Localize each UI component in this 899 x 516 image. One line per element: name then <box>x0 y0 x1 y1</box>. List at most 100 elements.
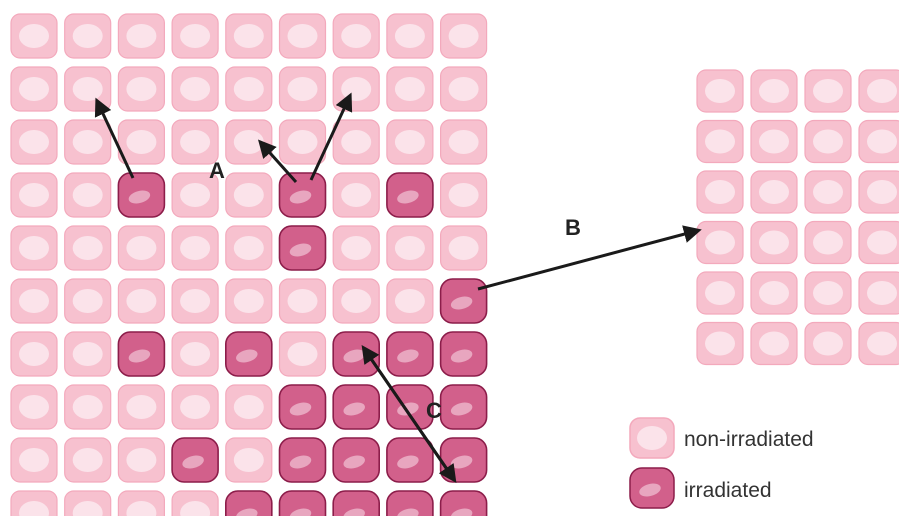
non-irradiated-cell <box>386 225 434 271</box>
non-irradiated-cell <box>10 119 58 165</box>
non-irradiated-cell <box>117 278 166 324</box>
non-irradiated-cell <box>858 220 899 265</box>
non-irradiated-cell <box>171 225 219 271</box>
irradiated-cell <box>225 490 273 516</box>
label-c: C <box>426 398 442 423</box>
signal-arrows <box>94 92 702 483</box>
non-irradiated-cell <box>10 66 58 112</box>
non-irradiated-cell <box>696 69 744 113</box>
irradiated-cell <box>439 490 488 516</box>
non-irradiated-cell <box>278 66 327 112</box>
non-irradiated-cell <box>332 278 380 324</box>
non-irradiated-cell <box>64 437 112 483</box>
non-irradiated-cell <box>696 271 744 315</box>
non-irradiated-cell <box>117 437 166 483</box>
non-irradiated-cell <box>225 437 273 483</box>
non-irradiated-cell <box>440 13 488 59</box>
non-irradiated-cell <box>332 225 380 271</box>
irradiated-cell <box>278 490 327 516</box>
non-irradiated-cell <box>64 278 112 324</box>
non-irradiated-cell <box>10 331 58 377</box>
non-irradiated-cell <box>386 66 434 112</box>
legend-irradiated-label: irradiated <box>684 479 772 502</box>
irradiated-cell <box>171 437 219 483</box>
non-irradiated-cell <box>64 490 112 516</box>
non-irradiated-cell <box>386 13 434 59</box>
non-irradiated-cell <box>117 490 165 516</box>
non-irradiated-cell <box>858 69 899 113</box>
arrow-a-middle <box>257 139 298 184</box>
non-irradiated-cell <box>440 172 488 218</box>
non-irradiated-cell <box>858 271 899 315</box>
non-irradiated-cell <box>440 66 488 112</box>
irradiated-cell <box>332 437 381 483</box>
non-irradiated-cell <box>225 172 273 218</box>
non-irradiated-cell <box>10 490 58 516</box>
non-irradiated-cell <box>64 225 112 271</box>
non-irradiated-cell <box>804 119 852 164</box>
irradiated-cell <box>278 384 327 430</box>
legend-non-irradiated-label: non-irradiated <box>684 428 814 451</box>
non-irradiated-cell <box>225 278 273 324</box>
distant-tissue-grid <box>696 69 899 366</box>
irradiated-tissue-grid <box>10 13 488 516</box>
non-irradiated-cell <box>386 278 434 324</box>
non-irradiated-cell <box>64 384 112 430</box>
non-irradiated-cell <box>225 384 273 430</box>
non-irradiated-cell <box>117 13 166 59</box>
non-irradiated-cell <box>64 13 112 59</box>
non-irradiated-cell <box>117 119 166 165</box>
non-irradiated-cell <box>750 271 798 315</box>
non-irradiated-cell <box>750 220 798 265</box>
non-irradiated-cell <box>332 172 380 218</box>
non-irradiated-cell <box>804 220 852 265</box>
label-b: B <box>565 215 581 240</box>
non-irradiated-cell <box>64 331 112 377</box>
non-irradiated-cell <box>171 384 219 430</box>
non-irradiated-cell <box>858 119 899 164</box>
non-irradiated-cell <box>278 278 327 324</box>
irradiated-cell <box>332 331 381 377</box>
non-irradiated-cell <box>171 331 219 377</box>
non-irradiated-cell <box>10 225 58 271</box>
non-irradiated-cell <box>750 321 798 366</box>
label-a: A <box>209 158 225 183</box>
non-irradiated-cell <box>804 271 852 315</box>
non-irradiated-cell <box>804 321 852 366</box>
non-irradiated-cell <box>225 225 273 271</box>
legend-irradiated-swatch <box>629 467 675 509</box>
irradiated-cell <box>439 278 488 324</box>
arrow-b <box>477 225 702 291</box>
irradiated-cell <box>117 331 166 377</box>
non-irradiated-cell <box>10 437 58 483</box>
arrow-a-left <box>94 97 135 179</box>
non-irradiated-cell <box>10 278 58 324</box>
non-irradiated-cell <box>64 172 112 218</box>
irradiated-cell <box>225 331 273 377</box>
non-irradiated-cell <box>750 170 798 214</box>
non-irradiated-cell <box>117 66 166 112</box>
non-irradiated-cell <box>278 119 327 165</box>
irradiated-cell <box>332 384 381 430</box>
non-irradiated-cell <box>278 13 327 59</box>
non-irradiated-cell <box>171 278 219 324</box>
non-irradiated-cell <box>10 384 58 430</box>
non-irradiated-cell <box>171 13 219 59</box>
non-irradiated-cell <box>858 321 899 366</box>
non-irradiated-cell <box>225 13 273 59</box>
non-irradiated-cell <box>225 66 273 112</box>
non-irradiated-cell <box>386 119 434 165</box>
non-irradiated-cell <box>332 13 380 59</box>
non-irradiated-cell <box>10 13 58 59</box>
non-irradiated-cell <box>696 321 744 366</box>
irradiated-cell <box>278 172 327 218</box>
legend: non-irradiated irradiated <box>629 417 814 509</box>
non-irradiated-cell <box>858 170 899 214</box>
non-irradiated-cell <box>332 119 380 165</box>
irradiated-cell <box>386 437 434 483</box>
non-irradiated-cell <box>804 170 852 214</box>
irradiated-cell <box>386 172 434 218</box>
irradiated-cell <box>278 437 327 483</box>
non-irradiated-cell <box>696 119 744 164</box>
irradiated-cell <box>439 437 488 483</box>
